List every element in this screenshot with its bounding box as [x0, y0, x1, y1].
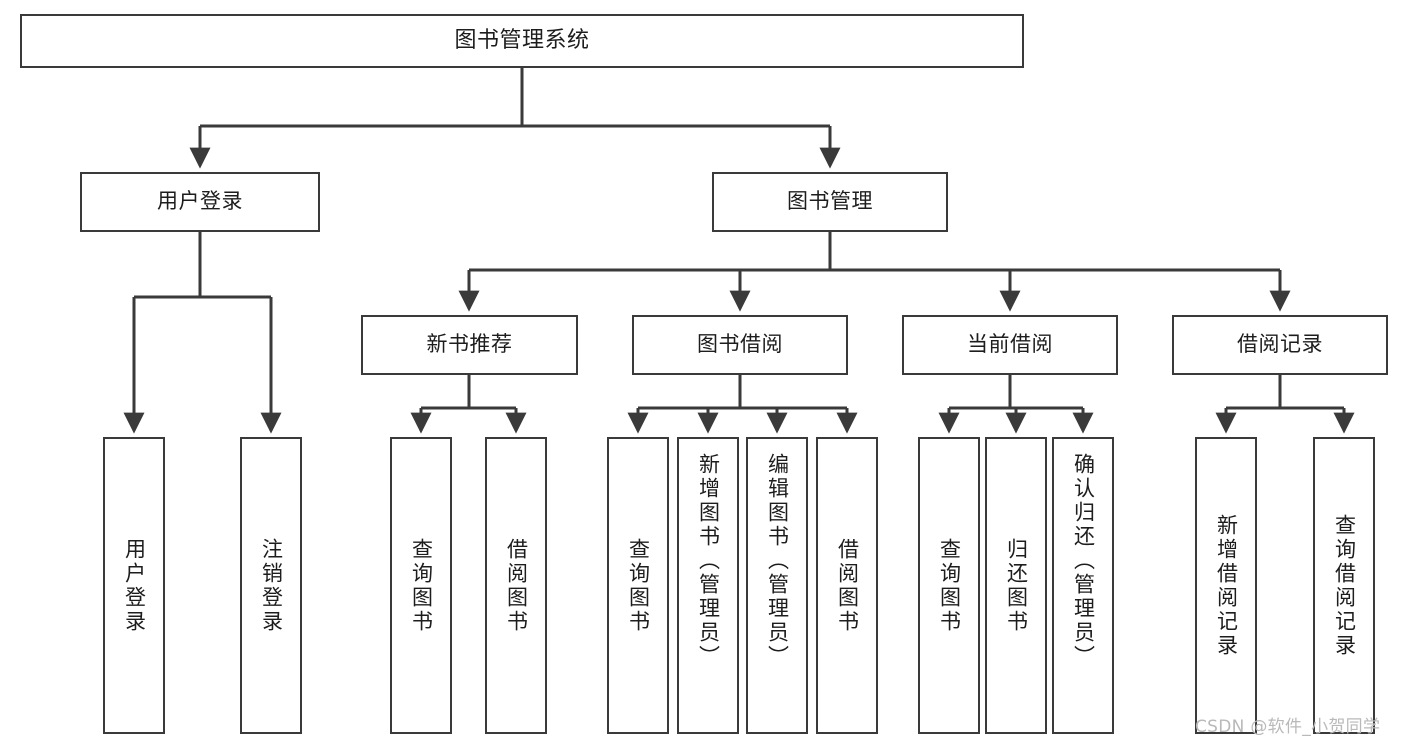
watermark-csdn: CSDN @软件_小贺同学: [1195, 717, 1381, 737]
node-leaf-add-book[interactable]: 新增图书（管理员）: [677, 437, 739, 734]
node-leaf-logout-label: 注销登录: [259, 537, 284, 634]
node-leaf-user-login[interactable]: 用户登录: [103, 437, 165, 734]
node-leaf-add-record[interactable]: 新增借阅记录: [1195, 437, 1257, 734]
node-borrow-record-label: 借阅记录: [1237, 332, 1323, 357]
node-leaf-edit-book[interactable]: 编辑图书（管理员）: [746, 437, 808, 734]
node-leaf-query-book-1-label: 查询图书: [409, 537, 434, 634]
node-leaf-borrow-book-1-label: 借阅图书: [504, 537, 529, 634]
node-leaf-query-book-3[interactable]: 查询图书: [918, 437, 980, 734]
node-root-system[interactable]: 图书管理系统: [20, 14, 1024, 68]
node-leaf-return-book[interactable]: 归还图书: [985, 437, 1047, 734]
node-user-login-label: 用户登录: [157, 189, 243, 214]
node-root-label: 图书管理系统: [454, 27, 590, 53]
node-current-borrow-label: 当前借阅: [967, 332, 1053, 357]
node-leaf-borrow-book-2-label: 借阅图书: [835, 537, 860, 634]
node-leaf-edit-book-label: 编辑图书（管理员）: [765, 453, 790, 669]
node-leaf-query-book-2[interactable]: 查询图书: [607, 437, 669, 734]
node-book-manage[interactable]: 图书管理: [712, 172, 948, 232]
node-leaf-borrow-book-2[interactable]: 借阅图书: [816, 437, 878, 734]
node-leaf-borrow-book-1[interactable]: 借阅图书: [485, 437, 547, 734]
node-leaf-return-book-label: 归还图书: [1004, 537, 1029, 634]
node-leaf-confirm-return-label: 确认归还（管理员）: [1071, 453, 1096, 669]
node-current-borrow[interactable]: 当前借阅: [902, 315, 1118, 375]
node-user-login[interactable]: 用户登录: [80, 172, 320, 232]
node-new-book-rec-label: 新书推荐: [426, 332, 513, 357]
node-book-borrow-label: 图书借阅: [697, 332, 783, 357]
node-book-manage-label: 图书管理: [787, 189, 873, 214]
node-leaf-query-book-1[interactable]: 查询图书: [390, 437, 452, 734]
node-leaf-logout[interactable]: 注销登录: [240, 437, 302, 734]
node-leaf-query-record-label: 查询借阅记录: [1332, 513, 1357, 658]
node-leaf-user-login-label: 用户登录: [122, 537, 147, 634]
node-new-book-rec[interactable]: 新书推荐: [361, 315, 578, 375]
node-book-borrow[interactable]: 图书借阅: [632, 315, 848, 375]
node-leaf-confirm-return[interactable]: 确认归还（管理员）: [1052, 437, 1114, 734]
node-leaf-add-book-label: 新增图书（管理员）: [696, 453, 721, 669]
node-borrow-record[interactable]: 借阅记录: [1172, 315, 1388, 375]
node-leaf-add-record-label: 新增借阅记录: [1214, 513, 1239, 658]
node-leaf-query-book-2-label: 查询图书: [626, 537, 651, 634]
node-leaf-query-book-3-label: 查询图书: [937, 537, 962, 634]
node-leaf-query-record[interactable]: 查询借阅记录: [1313, 437, 1375, 734]
